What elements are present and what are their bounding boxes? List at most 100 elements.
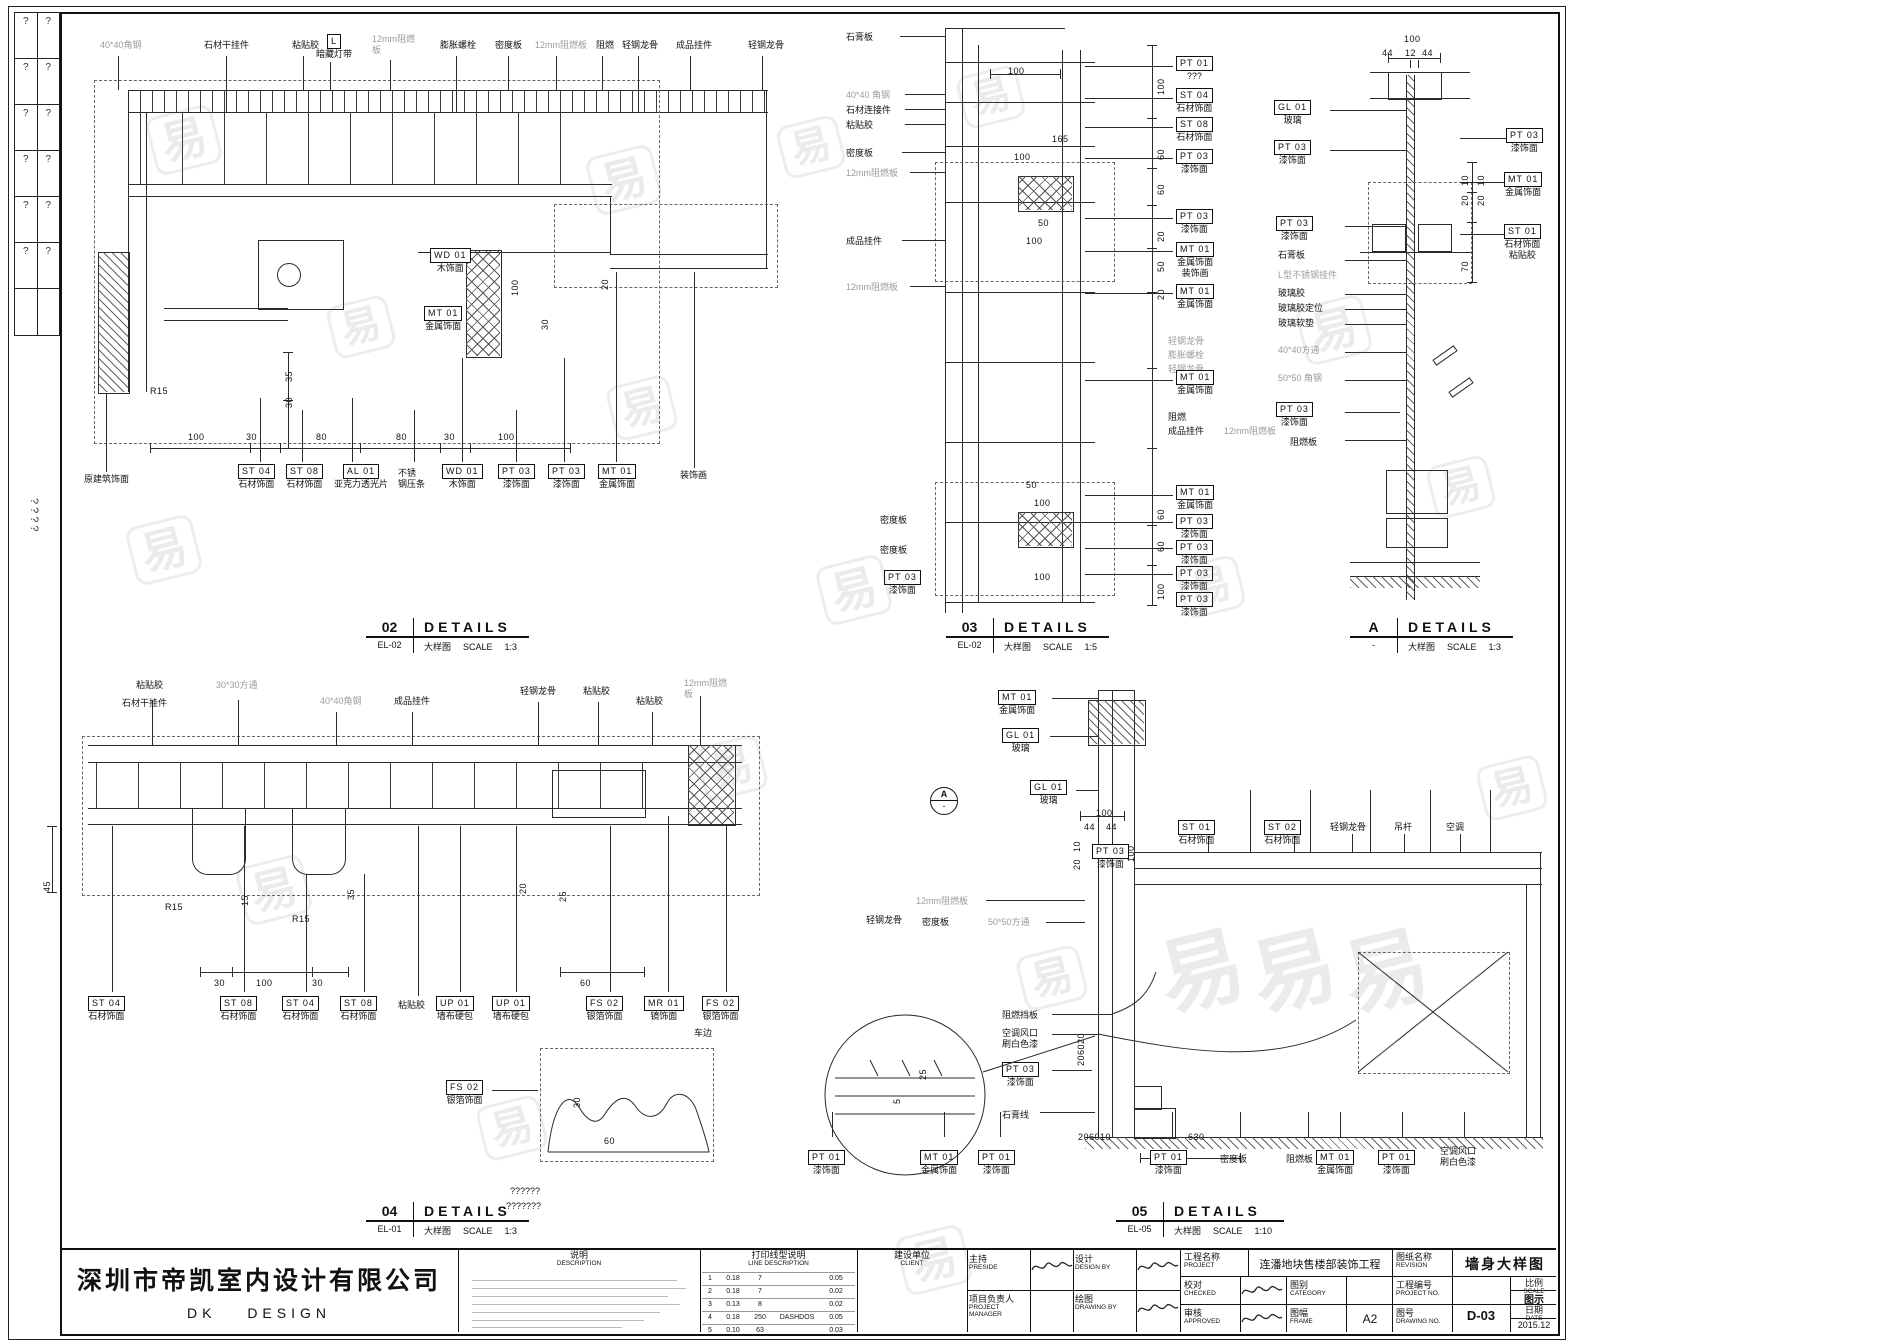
anno-label: 粘贴胶 (292, 40, 320, 50)
line-shape (1345, 352, 1406, 353)
line-shape (1330, 110, 1406, 111)
project-no-cell: 工程编号 PROJECT NO. (1396, 1280, 1450, 1297)
dimension-text: 206010 (1078, 1132, 1112, 1142)
dimension-text: 70 (1460, 260, 1470, 272)
anno-label: 12mm阻燃板 (916, 896, 969, 906)
description-note-line (472, 1296, 668, 1297)
line-shape (1147, 565, 1157, 566)
detail-scale: 1:3 (504, 1226, 518, 1236)
line-shape (1345, 324, 1406, 325)
line-shape (1330, 150, 1406, 151)
dimension-text: 50 (1026, 480, 1038, 490)
line-desc-cell: 7 (758, 1288, 762, 1295)
line-desc-cell: 0.18 (726, 1314, 740, 1321)
material-name: 漆饰面 (1278, 155, 1306, 165)
material-code-box: FS 02 (446, 1080, 484, 1095)
material-code-box: PT 03 (1176, 149, 1213, 164)
line-shape (1085, 98, 1173, 99)
drawing-by-cell: 绘图 DRAWING BY (1075, 1294, 1135, 1311)
line-shape (1080, 816, 1124, 817)
material-name: 金属饰面 (1177, 500, 1214, 510)
hatch-shape (1350, 576, 1480, 588)
dimension-text: 30 (540, 318, 550, 330)
material-code-box: ST 08 (220, 996, 257, 1011)
edge-question-mark: ? (15, 59, 38, 105)
preside-label-en: PRESIDE (969, 1264, 998, 1272)
dimension-text: 20 (1156, 230, 1166, 242)
line-shape (610, 826, 611, 992)
description-label-cn: 说明 (569, 1250, 588, 1260)
edge-question-mark: ? (45, 62, 52, 73)
line-shape (1085, 251, 1173, 252)
line-shape (1360, 252, 1472, 253)
line-shape (280, 443, 281, 453)
line-shape (1340, 1112, 1341, 1137)
edge-question-mark: ? (15, 197, 38, 243)
edge-question-mark: ? (15, 243, 38, 289)
edge-revision-cell: ?? (14, 12, 60, 60)
material-code-box: ST 04 (88, 996, 125, 1011)
anno-label: 粘贴胶 (398, 1000, 426, 1010)
anno-label: 密度板 (880, 545, 908, 555)
material-name: 漆饰面 (1280, 231, 1308, 241)
titleblock-top-line (60, 1248, 1556, 1250)
line-shape (516, 826, 517, 992)
description-note-line (472, 1327, 622, 1328)
line-shape (1080, 811, 1081, 821)
anno-label: 石材连接件 (846, 105, 892, 115)
dimension-text: R15 (165, 902, 184, 912)
preside-cell: 主持 PRESIDE (969, 1254, 1029, 1271)
approved-label-en: APPROVED (1184, 1318, 1221, 1326)
line-shape (1085, 522, 1173, 523)
dimension-text: 30 (284, 396, 294, 408)
line-shape (902, 152, 945, 153)
dimension-text: 100 (498, 432, 515, 442)
line-desc-cell: 0.13 (726, 1301, 740, 1308)
anno-label: 40*40 角钢 (846, 90, 891, 100)
dimension-text: 100 (1156, 583, 1166, 600)
anno-label: 成品挂件 (1168, 426, 1205, 436)
hatch-shape (128, 90, 768, 112)
material-code-box: ST 04 (282, 996, 319, 1011)
line-shape (418, 252, 610, 253)
dimension-text: 60 (1156, 183, 1166, 195)
anno-label: 40*40方通 (1278, 345, 1320, 355)
line-shape (88, 745, 742, 746)
line-shape (1046, 922, 1085, 923)
date-label-en: DATE (1525, 1315, 1543, 1323)
line-shape (1240, 1112, 1241, 1137)
watermark-logo: 易 (1014, 943, 1090, 1013)
titleblock-divider (1240, 1276, 1241, 1332)
line-shape (1147, 292, 1157, 293)
line-desc-cell (772, 1273, 822, 1285)
anno-label: 阻燃 (1168, 412, 1187, 422)
line-shape (412, 712, 413, 745)
line-shape (492, 1090, 538, 1091)
dimension-text: 50 (1156, 260, 1166, 272)
material-code-box: PT 03 (1176, 209, 1213, 224)
anno-label: 密度板 (880, 515, 908, 525)
watermark-logo: 易 (123, 512, 205, 588)
line-shape (88, 808, 742, 809)
dimension-text: 30 (246, 432, 258, 442)
dimension-text: R15 (292, 914, 311, 924)
project-no-label-en: PROJECT NO. (1396, 1290, 1440, 1298)
line-shape (1147, 368, 1157, 369)
material-name: 石材饰面 (1176, 103, 1213, 113)
anno-label: 空调 (1446, 822, 1465, 832)
anno-label: 阻燃挡板 (1002, 1010, 1039, 1020)
line-shape (1345, 294, 1406, 295)
watermark-logo: 易 (1241, 916, 1347, 1028)
material-code-box: ST 04 (238, 464, 275, 479)
line-shape (690, 56, 691, 90)
line-shape (1418, 60, 1419, 68)
